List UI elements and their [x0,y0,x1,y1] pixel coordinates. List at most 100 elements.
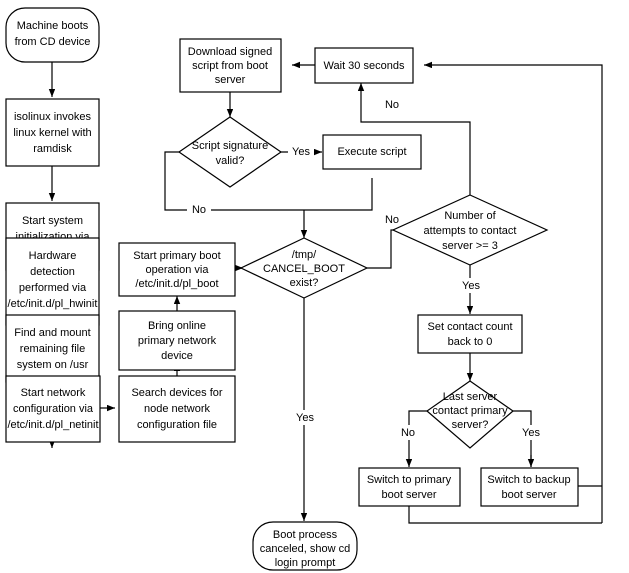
download-line-3: server [215,74,246,86]
node-sigvalid[interactable]: Script signature valid? [177,116,283,188]
edge-label-sigvalid-yes: Yes [292,146,310,158]
node-cancelboot[interactable]: /tmp/ CANCEL_BOOT exist? [239,237,369,299]
canceled-line-3: login prompt [275,557,336,569]
searchdev-line-1: Search devices for [131,387,222,399]
edge-label-cancelboot-yes: Yes [296,412,314,424]
mountusr-line-1: Find and mount [14,327,90,339]
canceled-line-1: Boot process [273,529,338,541]
switchprim-line-2: boot server [381,489,436,501]
hwinit-shape [5,237,100,326]
node-bringonline[interactable]: Bring online primary network device [118,310,236,371]
netinit-line-2: configuration via [13,403,94,415]
resetcount-line-1: Set contact count [428,321,513,333]
lastserver-shape [426,380,514,449]
node-wait30[interactable]: Wait 30 seconds [314,47,414,84]
searchdev-shape [118,375,236,443]
edge-label-lastserver-no: No [401,427,415,439]
node-plboot[interactable]: Start primary boot operation via /etc/in… [118,242,236,297]
searchdev-line-3: configuration file [137,419,217,431]
node-isolinux[interactable]: isolinux invokes linux kernel with ramdi… [5,98,100,167]
plboot-shape [118,242,236,297]
node-mountusr[interactable]: Find and mount remaining file system on … [5,314,100,383]
netinit-shape [5,375,101,443]
node-start[interactable]: Machine boots from CD device [5,7,100,63]
edge-label-attempts-no: No [385,99,399,111]
searchdev-line-2: node network [144,403,211,415]
isolinux-shape [5,98,100,167]
isolinux-line-3: ramdisk [33,143,72,155]
node-lastserver[interactable]: Last server contact primary server? [426,380,514,449]
cancelboot-line-2: CANCEL_BOOT [263,263,345,275]
canceled-shape [252,521,358,571]
wait30-shape [314,47,414,84]
edge-attempts-no [357,83,471,196]
edge-lastserver-no [405,410,428,467]
node-download[interactable]: Download signed script from boot server [179,38,282,93]
edge-execscript-down [304,178,373,211]
sigvalid-line-1: Script signature [192,140,268,152]
switchback-shape [480,467,579,507]
resetcount-line-2: back to 0 [448,336,493,348]
plboot-line-1: Start primary boot [133,250,220,262]
attempts-shape [391,194,549,266]
cancelboot-line-3: exist? [290,277,319,289]
mountusr-shape [5,314,100,383]
hwinit-line-4: /etc/init.d/pl_hwinit [8,298,98,310]
attempts-line-3: server >= 3 [442,240,498,252]
isolinux-line-1: isolinux invokes [14,111,92,123]
edge-rail-wait30 [424,61,603,523]
edge-label-lastserver-yes: Yes [522,427,540,439]
node-execscript[interactable]: Execute script [322,134,422,170]
isolinux-line-2: linux kernel with [13,127,91,139]
netinit-line-3: /etc/init.d/pl_netinit [7,419,98,431]
attempts-line-1: Number of [444,210,496,222]
bringonline-shape [118,310,236,371]
switchback-line-1: Switch to backup [487,474,570,486]
attempts-line-2: attempts to contact [424,225,517,237]
bringonline-line-1: Bring online [148,320,206,332]
execscript-shape [322,134,422,170]
lastserver-line-2: contact primary [432,405,508,417]
resetcount-shape [417,314,523,354]
switchback-line-2: boot server [501,489,556,501]
edge-label-attempts-yes: Yes [462,280,480,292]
cancelboot-line-1: /tmp/ [292,249,317,261]
edge-label-sigvalid-no: No [192,204,206,216]
edge-lastserver-yes [513,410,532,467]
download-line-2: script from boot [192,60,268,72]
edge-sigvalid-no [164,151,304,211]
plboot-line-3: /etc/init.d/pl_boot [135,278,218,290]
canceled-line-2: canceled, show cd [260,543,351,555]
netinit-line-1: Start network [21,387,86,399]
lastserver-line-3: server? [452,419,489,431]
download-line-1: Download signed [188,46,272,58]
lastserver-line-1: Last server [443,391,498,403]
start-line-2: from CD device [15,36,91,48]
wait30-line-1: Wait 30 seconds [324,60,405,72]
node-switchback[interactable]: Switch to backup boot server [480,467,579,507]
hwinit-line-3: performed via [19,282,87,294]
start-shape [5,7,100,63]
switchprim-line-1: Switch to primary [367,474,452,486]
sigvalid-shape [177,116,283,188]
node-attempts[interactable]: Number of attempts to contact server >= … [391,194,549,266]
edge-label-cancelboot-no: No [385,214,399,226]
cancelboot-shape [239,237,369,299]
bringonline-line-2: primary network [138,335,217,347]
node-switchprim[interactable]: Switch to primary boot server [358,467,461,507]
node-canceled[interactable]: Boot process canceled, show cd login pro… [252,521,358,571]
switchprim-shape [358,467,461,507]
node-resetcount[interactable]: Set contact count back to 0 [417,314,523,354]
execscript-line-1: Execute script [337,146,406,158]
plboot-line-2: operation via [146,264,210,276]
mountusr-line-2: remaining file [20,343,85,355]
node-netinit[interactable]: Start network configuration via /etc/ini… [5,375,101,443]
hwinit-line-1: Hardware [29,250,77,262]
node-hardware-detection[interactable]: Hardware detection performed via /etc/in… [5,237,100,326]
hwinit-line-2: detection [30,266,75,278]
start-line-1: Machine boots [17,20,89,32]
node-searchdev[interactable]: Search devices for node network configur… [118,375,236,443]
edge-switchprim-rail [408,505,602,524]
